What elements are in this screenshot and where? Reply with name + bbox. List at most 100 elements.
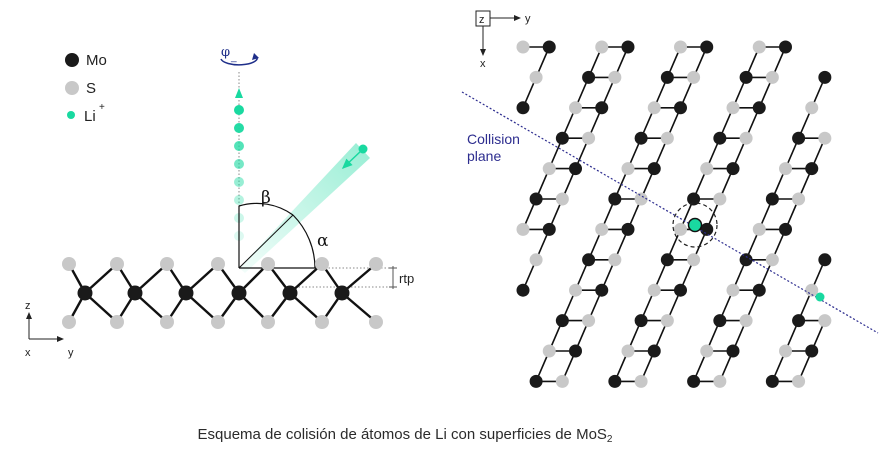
s-atom xyxy=(582,131,596,145)
legend-s-label: S xyxy=(86,80,96,97)
mo-atom xyxy=(634,314,648,328)
s-atom xyxy=(752,222,766,236)
mo-atom xyxy=(529,192,543,206)
s-atom xyxy=(608,253,622,267)
s-atom xyxy=(516,222,530,236)
mo-atom xyxy=(765,374,779,388)
legend-s-marker xyxy=(65,81,79,95)
mo-atom xyxy=(726,162,740,176)
side-axes: z x y xyxy=(25,300,74,359)
trajectory-arrowhead-icon xyxy=(235,88,243,98)
mo-atom xyxy=(713,131,727,145)
mo-atom xyxy=(595,101,609,115)
side-axis-z-label: z xyxy=(25,300,31,312)
s-atom xyxy=(674,40,687,54)
s-atom xyxy=(726,101,740,115)
s-atom xyxy=(555,374,569,388)
s-atom xyxy=(713,192,727,206)
mo-atom xyxy=(647,162,661,176)
mo-atom xyxy=(792,131,806,145)
s-atom xyxy=(805,101,819,115)
mo-atom xyxy=(608,374,622,388)
alpha-arc xyxy=(292,214,316,269)
alpha-label: α xyxy=(317,231,329,251)
target-atom-ring xyxy=(672,202,718,248)
mo-atom xyxy=(516,283,530,297)
mo-atom xyxy=(555,314,569,328)
mo-atom xyxy=(674,283,687,297)
s-atom xyxy=(765,253,779,267)
mo-atom xyxy=(792,314,806,328)
li-trajectory-dot xyxy=(234,159,244,169)
s-atom xyxy=(713,374,727,388)
side-axis-y-label: y xyxy=(68,347,74,359)
li-projection-atom xyxy=(815,292,825,302)
collision-plane-label-line1: Collision xyxy=(467,131,520,147)
mo-atom xyxy=(752,283,766,297)
li-trajectory-dot xyxy=(234,141,244,151)
mo-atom xyxy=(542,222,556,236)
top-axes: z y x xyxy=(475,10,531,70)
s-atom xyxy=(542,162,556,176)
legend-mo-label: Mo xyxy=(86,52,107,69)
caption-subscript: 2 xyxy=(607,434,613,445)
s-atom xyxy=(529,70,543,84)
mo-atom xyxy=(818,70,832,84)
side-layer-bonds xyxy=(67,263,377,323)
mo-atom xyxy=(634,131,648,145)
s-atom xyxy=(792,192,806,206)
s-atom xyxy=(621,344,635,358)
caption: Esquema de colisión de átomos de Li con … xyxy=(198,426,613,445)
collision-plane-line xyxy=(461,91,879,334)
s-atom xyxy=(582,314,596,328)
incoming-li-arrow-icon xyxy=(341,149,363,170)
phi-sub-label: _ xyxy=(230,52,237,63)
s-atom xyxy=(674,222,687,236)
s-atom xyxy=(542,344,556,358)
mo-atom xyxy=(765,192,779,206)
phi-label: φ xyxy=(221,45,230,60)
mo-atom xyxy=(621,222,635,236)
s-atom xyxy=(660,131,674,145)
collision-plane-label-line2: plane xyxy=(467,148,501,164)
side-axis-x-label: x xyxy=(25,347,31,359)
mo-atom xyxy=(713,314,727,328)
mo-atom xyxy=(555,131,569,145)
s-atom xyxy=(516,40,530,54)
rtp-label: rtp xyxy=(399,271,414,286)
li-trajectory-dot xyxy=(234,105,244,115)
mo-atom xyxy=(726,344,740,358)
s-atom xyxy=(818,131,832,145)
mo-atom xyxy=(608,192,622,206)
mo-atom xyxy=(818,253,832,267)
s-atom xyxy=(595,40,609,54)
mo-atom xyxy=(779,40,792,54)
s-atom xyxy=(647,101,661,115)
oblique-beam xyxy=(239,143,370,273)
mo-atom xyxy=(569,344,582,358)
mo-atom xyxy=(621,40,635,54)
mo-atom xyxy=(739,70,753,84)
legend-li-marker xyxy=(67,111,75,119)
mo-atom xyxy=(542,40,556,54)
s-atom xyxy=(687,70,701,84)
s-atom xyxy=(752,40,766,54)
s-atom xyxy=(739,131,753,145)
s-atom xyxy=(595,222,609,236)
incidence-line xyxy=(238,214,294,269)
s-atom xyxy=(608,70,622,84)
s-atom xyxy=(555,192,569,206)
top-lattice-atoms xyxy=(516,40,832,388)
mo-atom xyxy=(805,344,819,358)
legend-li-label: Li xyxy=(84,108,96,125)
top-axis-x-label: x xyxy=(480,58,486,70)
legend-li-superscript: + xyxy=(99,102,105,113)
s-atom xyxy=(700,162,714,176)
beta-arc xyxy=(238,202,294,216)
s-atom xyxy=(529,253,543,267)
legend: Mo S Li + xyxy=(65,52,107,125)
s-atom xyxy=(765,70,779,84)
target-li-atom xyxy=(687,217,703,233)
mo-atom xyxy=(687,192,701,206)
